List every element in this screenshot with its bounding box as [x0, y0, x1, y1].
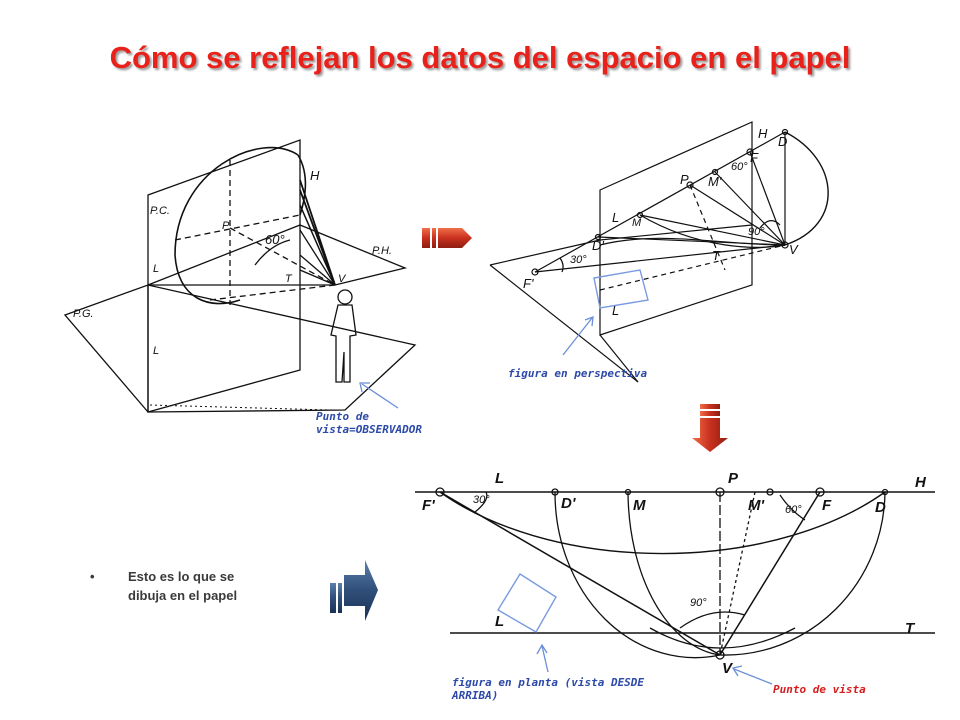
- label-l-down: L: [153, 345, 160, 357]
- label-f: F: [750, 150, 758, 165]
- label-d1: D': [561, 495, 576, 512]
- bullet-text: Esto es lo que se dibuja en el papel: [128, 569, 238, 603]
- bullet-dot: •: [90, 569, 95, 584]
- label-v: V: [722, 660, 733, 677]
- arrow-right-red: [422, 228, 472, 248]
- diagram-plan: [415, 487, 935, 660]
- arrow-down-red: [692, 404, 728, 452]
- label-m1: M': [708, 174, 722, 189]
- label-v: V: [789, 242, 798, 257]
- label-l-down: L: [612, 303, 620, 318]
- plan-pointer: [536, 643, 549, 673]
- view-point-note: Punto de vista: [773, 683, 866, 696]
- label-l-up: L: [612, 210, 620, 225]
- label-f1: F': [523, 276, 534, 291]
- label-l-up: L: [153, 263, 160, 275]
- viewpoint-pointer: [731, 665, 773, 685]
- label-t: T: [712, 248, 720, 263]
- label-ph: P.H.: [372, 245, 392, 257]
- label-d1: D': [592, 238, 604, 253]
- observer-note: Punto de vista=OBSERVADOR: [316, 410, 422, 436]
- arrow-right-blue: [330, 560, 378, 621]
- plan-figure-square: [497, 573, 557, 633]
- label-a90: 90°: [690, 597, 707, 609]
- label-h: H: [310, 168, 320, 183]
- label-pc: P.C.: [150, 205, 170, 217]
- label-f1: F': [422, 497, 435, 514]
- label-h: H: [915, 474, 926, 491]
- plan-figure-note: figura en planta (vista DESDE ARRIBA): [452, 676, 645, 702]
- label-a60: 60°: [785, 504, 802, 516]
- page-title: Cómo se reflejan los datos del espacio e…: [109, 40, 851, 75]
- label-p: P: [680, 172, 689, 187]
- label-p: P: [222, 220, 230, 232]
- perspective-figure-note: figura en perspectiva: [508, 367, 648, 380]
- label-t: T: [905, 620, 915, 637]
- perspective-figure-square: [593, 269, 649, 309]
- label-h: H: [758, 126, 768, 141]
- label-a30: 30°: [570, 254, 587, 266]
- diagram-perspective: [489, 121, 829, 383]
- label-pg: P.G.: [73, 308, 94, 320]
- label-a60: 60°: [731, 161, 748, 173]
- label-l2: L: [495, 613, 505, 630]
- label-t: T: [285, 273, 292, 285]
- label-p: P: [728, 470, 739, 487]
- label-d: D: [778, 134, 788, 149]
- observer-pointer: [359, 382, 399, 409]
- label-a30: 30°: [473, 494, 490, 506]
- label-m: M: [633, 497, 646, 514]
- label-f: F: [822, 497, 832, 514]
- label-m1: M': [748, 497, 765, 514]
- label-m: M: [632, 217, 642, 229]
- label-a90: 90°: [748, 226, 765, 238]
- label-d: D: [875, 499, 886, 516]
- label-l: L: [495, 470, 505, 487]
- perspective-pointer: [562, 316, 594, 356]
- diagram-space: [63, 139, 417, 413]
- label-angle: 60°: [265, 232, 285, 247]
- label-v: V: [338, 273, 346, 285]
